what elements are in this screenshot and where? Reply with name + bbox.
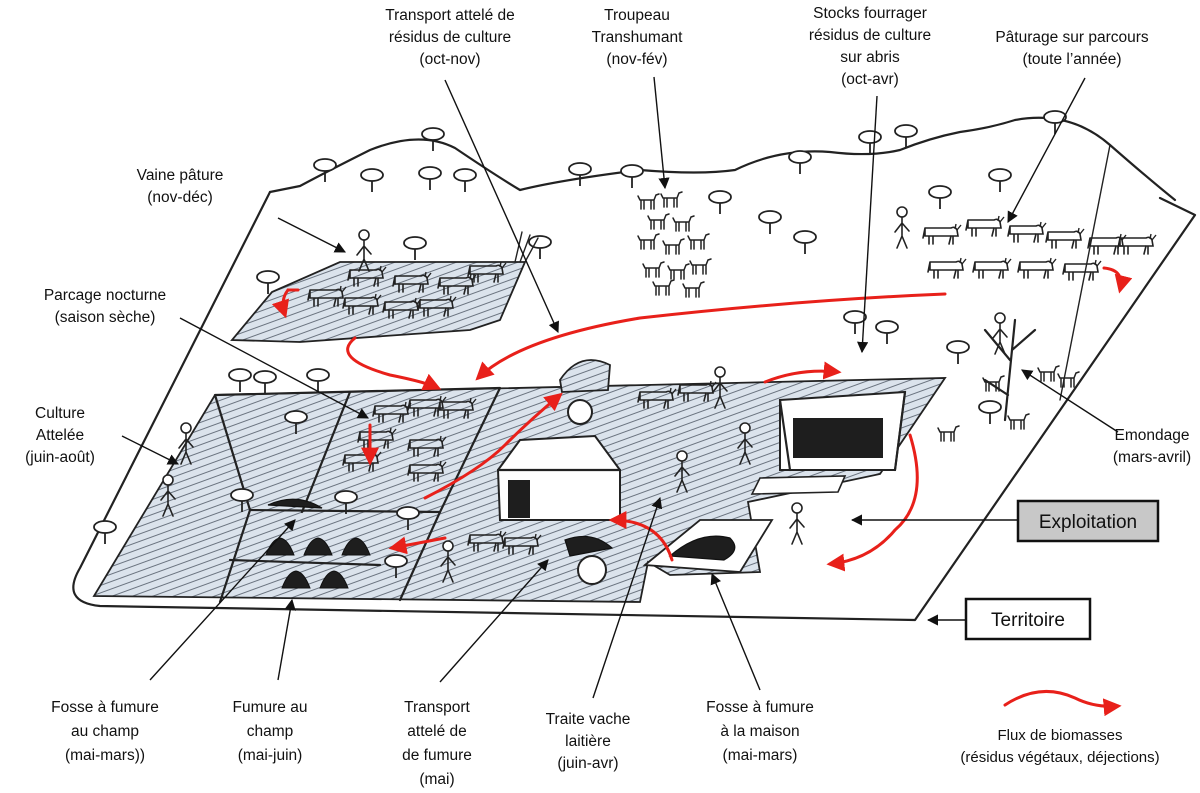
label-fumure-champ: Fumure au champ (mai-juin) xyxy=(233,699,308,764)
svg-text:à la maison: à la maison xyxy=(720,723,799,740)
svg-text:laitière: laitière xyxy=(565,733,611,750)
label-fosse-maison: Fosse à fumure à la maison (mai-mars) xyxy=(706,699,814,764)
svg-text:Culture: Culture xyxy=(35,405,85,422)
vaine-pature-field xyxy=(230,229,552,343)
label-traite: Traite vache laitière (juin-avr) xyxy=(546,711,631,772)
svg-text:(mai-mars)): (mai-mars)) xyxy=(65,747,145,764)
svg-text:de fumure: de fumure xyxy=(402,747,472,764)
legend-sublabel: (résidus végétaux, déjections) xyxy=(960,749,1159,766)
parcours-herd xyxy=(894,206,1157,442)
label-stocks: Stocks fourrager résidus de culture sur … xyxy=(809,5,931,88)
svg-text:(mars-avril): (mars-avril) xyxy=(1113,449,1191,466)
svg-text:attelé de: attelé de xyxy=(407,723,466,740)
svg-text:(mai-juin): (mai-juin) xyxy=(238,747,303,764)
label-transport-fumure: Transport attelé de de fumure (mai) xyxy=(402,699,472,788)
svg-text:(mai): (mai) xyxy=(419,771,454,788)
svg-text:(saison sèche): (saison sèche) xyxy=(55,309,156,326)
leader-lines xyxy=(121,76,1119,699)
svg-text:Fumure au: Fumure au xyxy=(233,699,308,716)
label-paturage: Pâturage sur parcours (toute l’année) xyxy=(995,29,1149,68)
label-emondage: Emondage (mars-avril) xyxy=(1113,427,1191,466)
svg-text:Stocks fourrager: Stocks fourrager xyxy=(813,5,927,22)
svg-text:au champ: au champ xyxy=(71,723,139,740)
svg-text:(nov-fév): (nov-fév) xyxy=(606,51,667,68)
svg-text:(juin-août): (juin-août) xyxy=(25,449,95,466)
label-culture: Culture Attelée (juin-août) xyxy=(25,405,95,466)
label-troupeau: Troupeau Transhumant (nov-fév) xyxy=(592,7,683,68)
svg-text:champ: champ xyxy=(247,723,294,740)
legend: Flux de biomasses (résidus végétaux, déj… xyxy=(960,689,1160,766)
label-fosse-champ: Fosse à fumure au champ (mai-mars)) xyxy=(51,699,159,764)
svg-text:Transhumant: Transhumant xyxy=(592,29,683,46)
label-vaine: Vaine pâture (nov-déc) xyxy=(137,167,224,206)
territoire-box: Territoire xyxy=(964,597,1092,641)
farm-board xyxy=(92,359,947,604)
svg-text:Transport attelé de: Transport attelé de xyxy=(385,7,515,24)
svg-text:Parcage nocturne: Parcage nocturne xyxy=(44,287,166,304)
legend-flow-sample xyxy=(1003,689,1122,717)
svg-text:(oct-nov): (oct-nov) xyxy=(419,51,480,68)
svg-text:résidus de culture: résidus de culture xyxy=(389,29,511,46)
svg-text:Emondage: Emondage xyxy=(1115,427,1190,444)
label-transport-residus: Transport attelé de résidus de culture (… xyxy=(385,7,515,68)
svg-text:Traite vache: Traite vache xyxy=(546,711,631,728)
svg-text:Attelée: Attelée xyxy=(36,427,84,444)
exploitation-box: Exploitation xyxy=(1016,499,1160,543)
svg-text:Transport: Transport xyxy=(404,699,470,716)
biomass-flows xyxy=(271,266,1133,572)
label-parcage: Parcage nocturne (saison sèche) xyxy=(44,287,166,326)
svg-text:Vaine pâture: Vaine pâture xyxy=(137,167,224,184)
svg-text:(nov-déc): (nov-déc) xyxy=(147,189,212,206)
legend-label: Flux de biomasses xyxy=(997,727,1122,744)
svg-text:Pâturage sur parcours: Pâturage sur parcours xyxy=(995,29,1149,46)
svg-text:(mai-mars): (mai-mars) xyxy=(723,747,798,764)
svg-text:résidus de culture: résidus de culture xyxy=(809,27,931,44)
svg-text:Troupeau: Troupeau xyxy=(604,7,670,24)
svg-text:Fosse à fumure: Fosse à fumure xyxy=(51,699,159,716)
svg-text:(toute l’année): (toute l’année) xyxy=(1022,51,1121,68)
transhumant-herd xyxy=(637,191,712,298)
svg-text:sur abris: sur abris xyxy=(840,49,900,66)
svg-text:Territoire: Territoire xyxy=(991,610,1065,631)
svg-text:(oct-avr): (oct-avr) xyxy=(841,71,899,88)
svg-text:Exploitation: Exploitation xyxy=(1039,512,1137,533)
svg-text:Fosse à fumure: Fosse à fumure xyxy=(706,699,814,716)
svg-text:(juin-avr): (juin-avr) xyxy=(557,755,618,772)
